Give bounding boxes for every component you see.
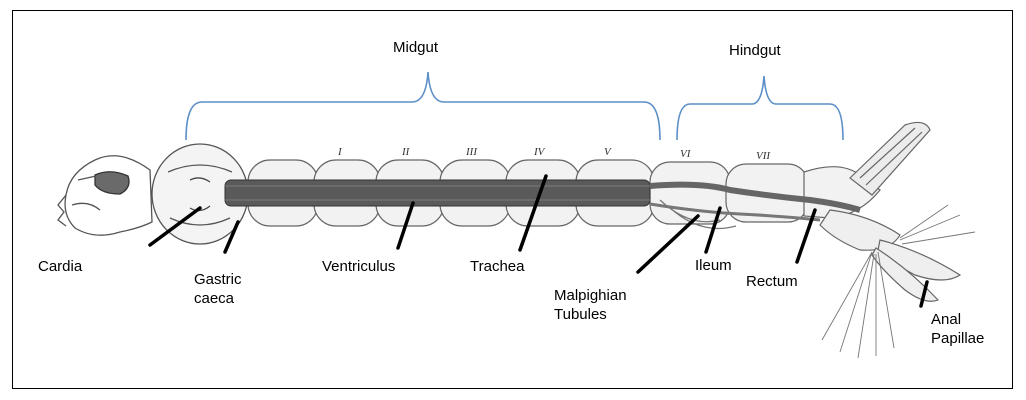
- midgut-bracket: [186, 72, 660, 140]
- segment-numeral: V: [604, 146, 612, 158]
- trachea-label: Trachea: [470, 257, 524, 276]
- malpighian-tubules-line-1: Malpighian: [554, 287, 627, 304]
- midgut-label: Midgut: [393, 38, 438, 57]
- gastric-caeca-label: Gastric caeca: [194, 270, 242, 308]
- segment-numeral: I: [337, 146, 343, 158]
- larva-head: [58, 156, 152, 235]
- malpighian-tubules-label: Malpighian Tubules: [554, 286, 627, 324]
- ventriculus-label: Ventriculus: [322, 257, 395, 276]
- segment-numeral: III: [465, 146, 478, 158]
- segment-numeral: II: [401, 146, 411, 158]
- segment-numeral: VII: [756, 150, 771, 162]
- segment-numeral: VI: [680, 148, 692, 160]
- anal-papillae-line-2: Papillae: [931, 330, 984, 347]
- gastric-caeca-line-1: Gastric: [194, 271, 242, 288]
- anal-papillae-line-1: Anal: [931, 311, 961, 328]
- gastric-caeca-line-2: caeca: [194, 290, 234, 307]
- hindgut-bracket: [677, 76, 843, 140]
- segment-numeral: IV: [533, 146, 546, 158]
- hindgut-label: Hindgut: [729, 41, 781, 60]
- cardia-label: Cardia: [38, 257, 82, 276]
- ileum-label: Ileum: [695, 256, 732, 275]
- anal-papillae-label: Anal Papillae: [931, 310, 984, 348]
- rectum-label: Rectum: [746, 272, 798, 291]
- respiratory-siphon: [850, 122, 930, 195]
- malpighian-tubules-line-2: Tubules: [554, 306, 607, 323]
